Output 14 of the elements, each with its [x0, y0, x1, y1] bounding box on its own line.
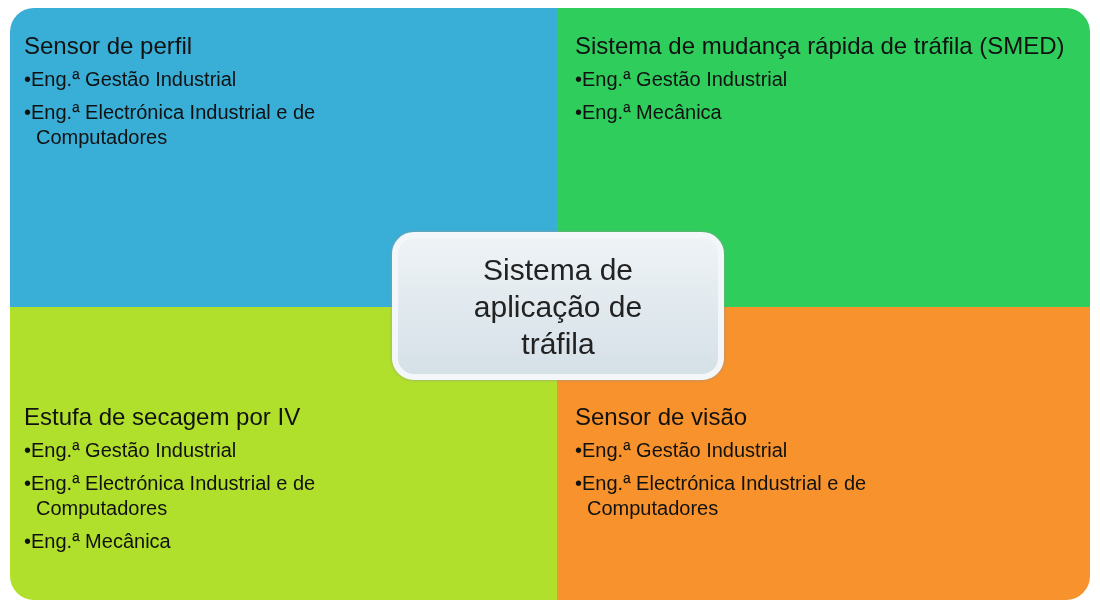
list-item: •Eng.ª Electrónica Industrial e de Computadores	[24, 471, 317, 521]
panel-heading: Sensor de visão	[575, 402, 749, 432]
panel-heading: Sensor de perfil	[24, 31, 194, 61]
list-item: •Eng.ª Gestão Industrial	[24, 438, 238, 463]
list-item: •Eng.ª Electrónica Industrial e de Computadores	[24, 100, 317, 150]
panel-heading: Estufa de secagem por IV	[24, 402, 302, 432]
list-item: •Eng.ª Mecânica	[575, 100, 723, 125]
panel-heading: Sistema de mudança rápida de tráfila (SMED)	[575, 31, 1065, 61]
list-item: •Eng.ª Mecânica	[24, 529, 172, 554]
center-box: Sistema de aplicação de tráfila	[392, 232, 724, 380]
list-item: •Eng.ª Gestão Industrial	[24, 67, 238, 92]
list-item: •Eng.ª Gestão Industrial	[575, 438, 789, 463]
list-item: •Eng.ª Electrónica Industrial e de Computadores	[575, 471, 868, 521]
list-item: •Eng.ª Gestão Industrial	[575, 67, 789, 92]
